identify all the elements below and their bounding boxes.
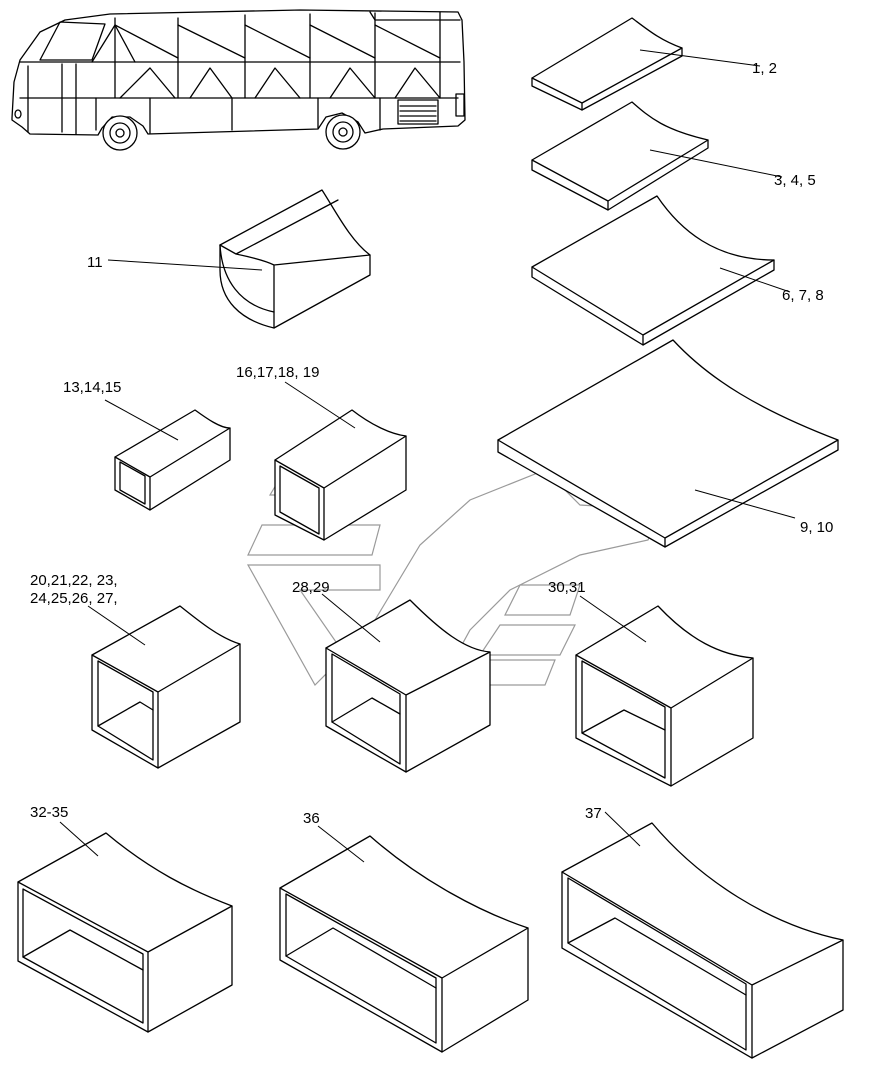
label-13-15: 13,14,15 (63, 379, 121, 396)
label-37: 37 (585, 805, 602, 822)
leader-30-31 (579, 595, 647, 643)
label-1-2: 1, 2 (752, 60, 777, 77)
part-20-27-square-tube (91, 605, 241, 769)
leader-28-29 (321, 593, 381, 643)
label-20-23: 20,21,22, 23, (30, 572, 118, 589)
part-32-35-rect-tube (17, 832, 233, 1033)
part-28-29-square-tube (325, 599, 491, 773)
panel-6-8 (531, 195, 775, 346)
leader-32-35 (59, 821, 99, 857)
leader-1-2 (639, 49, 761, 67)
part-13-15-square-tube (114, 409, 231, 511)
label-11: 11 (87, 254, 103, 271)
label-9-10: 9, 10 (800, 519, 833, 536)
label-36: 36 (303, 810, 320, 827)
part-30-31-rect-tube (575, 605, 754, 787)
leader-11 (107, 259, 263, 271)
label-30-31: 30,31 (548, 579, 586, 596)
part-11-curved-profile (219, 189, 371, 329)
leader-36 (317, 825, 365, 863)
leader-37 (604, 811, 641, 847)
label-24-27: 24,25,26, 27, (30, 590, 118, 607)
leader-13-15 (104, 399, 179, 441)
panel-9-10 (497, 339, 839, 548)
bus-illustration (11, 9, 466, 151)
label-16-19: 16,17,18, 19 (236, 364, 319, 381)
label-28-29: 28,29 (292, 579, 330, 596)
leader-3-5 (649, 149, 783, 178)
leader-16-19 (284, 381, 356, 429)
leader-6-8 (719, 267, 791, 293)
leader-9-10 (694, 489, 796, 519)
part-37-rect-tube (561, 822, 844, 1059)
part-16-19-rect-tube (274, 409, 407, 541)
label-32-35: 32-35 (30, 804, 68, 821)
panel-1-2 (531, 17, 683, 111)
leader-20-27 (87, 605, 146, 646)
label-3-5: 3, 4, 5 (774, 172, 816, 189)
part-36-rect-tube (279, 835, 529, 1053)
label-6-8: 6, 7, 8 (782, 287, 824, 304)
